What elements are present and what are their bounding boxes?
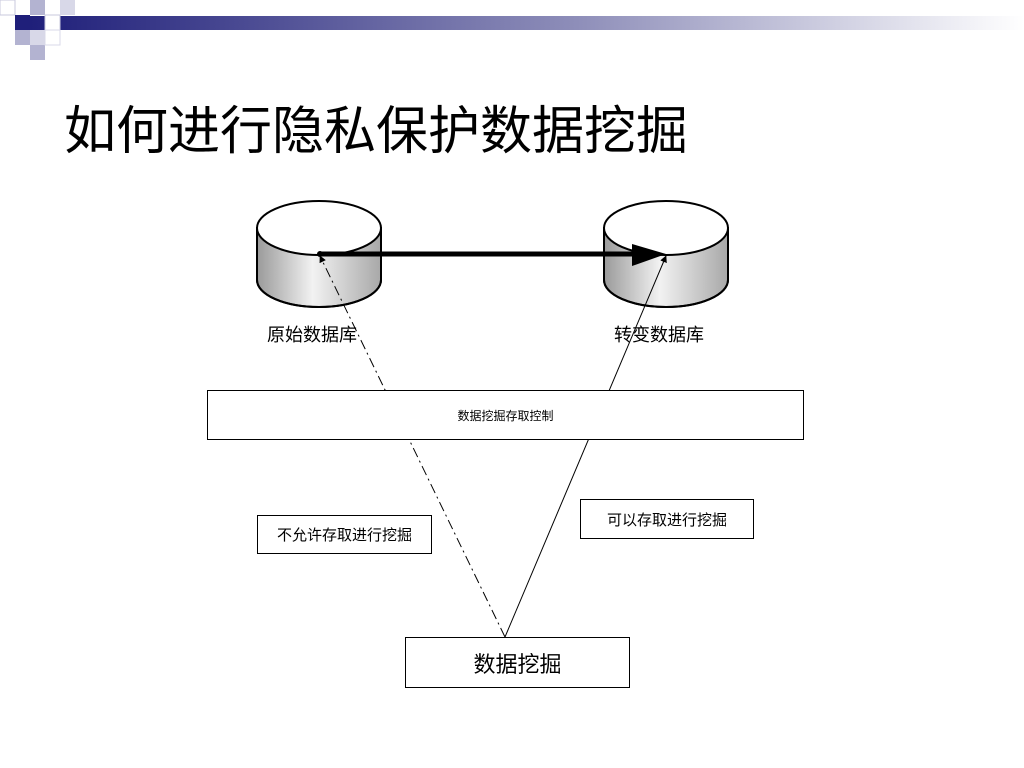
denied-access-line xyxy=(319,255,506,638)
decor-square xyxy=(44,14,61,31)
allowed-access-line xyxy=(504,255,667,638)
access-control-label: 数据挖掘存取控制 xyxy=(457,408,554,423)
header-decoration xyxy=(0,0,1024,60)
allow-access-box: 可以存取进行挖掘 xyxy=(580,499,754,539)
transformed-database-label: 转变数据库 xyxy=(614,325,704,346)
source-database-icon xyxy=(256,200,382,308)
decor-square xyxy=(15,15,30,30)
header-gradient-bar xyxy=(30,16,1024,30)
source-database-label: 原始数据库 xyxy=(267,325,357,346)
access-control-box: 数据挖掘存取控制 xyxy=(207,390,804,440)
allow-access-label: 可以存取进行挖掘 xyxy=(606,510,727,529)
decor-square xyxy=(60,0,75,15)
decor-square xyxy=(44,29,61,46)
decor-square xyxy=(30,30,45,45)
data-mining-label: 数据挖掘 xyxy=(473,652,562,678)
slide-title: 如何进行隐私保护数据挖掘 xyxy=(64,102,689,162)
decor-square xyxy=(30,0,45,15)
decor-square xyxy=(15,30,30,45)
decor-square xyxy=(0,0,16,16)
deny-access-box: 不允许存取进行挖掘 xyxy=(257,515,432,554)
decor-square xyxy=(30,45,45,60)
data-mining-box: 数据挖掘 xyxy=(405,637,630,688)
deny-access-label: 不允许存取进行挖掘 xyxy=(276,526,412,544)
